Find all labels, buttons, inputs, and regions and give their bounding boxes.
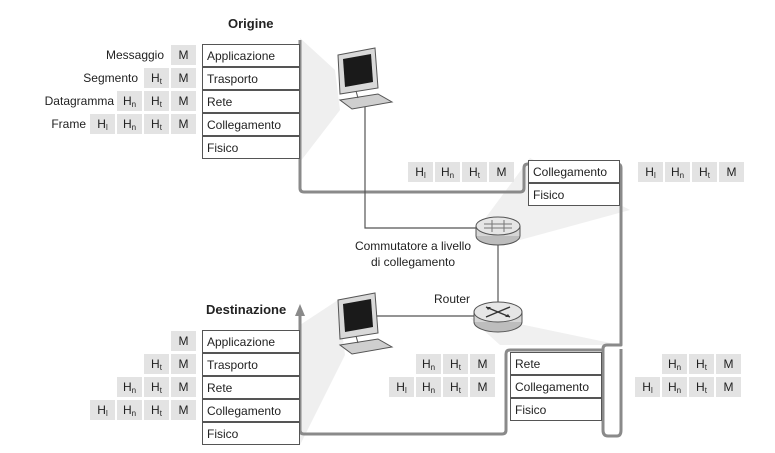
dest-layer-fisico: Fisico: [202, 422, 300, 445]
header-cell: M: [171, 68, 196, 88]
origin-title: Origine: [228, 16, 274, 31]
header-cell: Hl: [638, 162, 663, 182]
header-cell: Ht: [144, 91, 169, 111]
header-cell: M: [489, 162, 514, 182]
router-layer-collegamento: Collegamento: [510, 375, 602, 398]
router-icon: [473, 301, 523, 333]
label-messaggio: Messaggio: [105, 48, 164, 62]
switch-layer-fisico: Fisico: [528, 183, 620, 206]
label-frame: Frame: [51, 117, 86, 131]
header-cell: Ht: [443, 354, 468, 374]
header-cell: Ht: [443, 377, 468, 397]
dest-layer-collegamento: Collegamento: [202, 399, 300, 422]
header-cell: Hn: [665, 162, 690, 182]
header-cell: Hn: [662, 354, 687, 374]
header-cell: Ht: [144, 400, 169, 420]
network-links: [364, 100, 499, 317]
header-cell: Hn: [416, 377, 441, 397]
header-cell: M: [171, 331, 196, 351]
dest-layer-trasporto: Trasporto: [202, 353, 300, 376]
header-cell: M: [171, 400, 196, 420]
switch-layer-collegamento: Collegamento: [528, 160, 620, 183]
header-cell: Hl: [389, 377, 414, 397]
header-cell: Hl: [90, 400, 115, 420]
header-cell: M: [716, 377, 741, 397]
header-cell: M: [470, 354, 495, 374]
header-cell: Ht: [144, 354, 169, 374]
label-segmento: Segmento: [83, 71, 138, 85]
header-cell: Hn: [117, 91, 142, 111]
dest-layer-applicazione: Applicazione: [202, 330, 300, 353]
header-cell: Hn: [117, 377, 142, 397]
header-cell: M: [470, 377, 495, 397]
origin-layer-rete: Rete: [202, 90, 300, 113]
switch-label-line2: di collegamento: [370, 255, 456, 269]
destination-computer-icon: [337, 292, 394, 355]
origin-layer-applicazione: Applicazione: [202, 44, 300, 67]
header-cell: Hn: [416, 354, 441, 374]
header-cell: M: [716, 354, 741, 374]
header-cell: Ht: [144, 377, 169, 397]
origin-layer-collegamento: Collegamento: [202, 113, 300, 136]
header-cell: Ht: [689, 354, 714, 374]
origin-perspective-shade: [300, 38, 340, 162]
destination-title: Destinazione: [206, 302, 287, 317]
origin-layer-trasporto: Trasporto: [202, 67, 300, 90]
header-cell: Hl: [90, 114, 115, 134]
dest-perspective-shade: [300, 300, 345, 445]
header-cell: Hl: [635, 377, 660, 397]
router-layer-fisico: Fisico: [510, 398, 602, 421]
header-cell: Ht: [144, 114, 169, 134]
origin-layer-fisico: Fisico: [202, 136, 300, 159]
header-cell: Ht: [462, 162, 487, 182]
header-cell: Hn: [435, 162, 460, 182]
header-cell: Hn: [117, 400, 142, 420]
dest-layer-rete: Rete: [202, 376, 300, 399]
header-cell: M: [171, 45, 196, 65]
switch-label-line1: Commutatore a livello: [354, 239, 472, 253]
header-cell: Ht: [144, 68, 169, 88]
header-cell: M: [171, 377, 196, 397]
origin-computer-icon: [337, 47, 394, 110]
header-cell: M: [171, 91, 196, 111]
header-cell: M: [171, 114, 196, 134]
header-cell: Ht: [689, 377, 714, 397]
router-label: Router: [434, 292, 471, 306]
switch-icon: [475, 216, 521, 246]
header-cell: Ht: [692, 162, 717, 182]
header-cell: M: [719, 162, 744, 182]
header-cell: Hn: [117, 114, 142, 134]
header-cell: Hn: [662, 377, 687, 397]
arrow-head: [295, 304, 305, 316]
header-cell: Hl: [408, 162, 433, 182]
router-layer-rete: Rete: [510, 352, 602, 375]
header-cell: M: [171, 354, 196, 374]
label-datagramma: Datagramma: [44, 94, 114, 108]
